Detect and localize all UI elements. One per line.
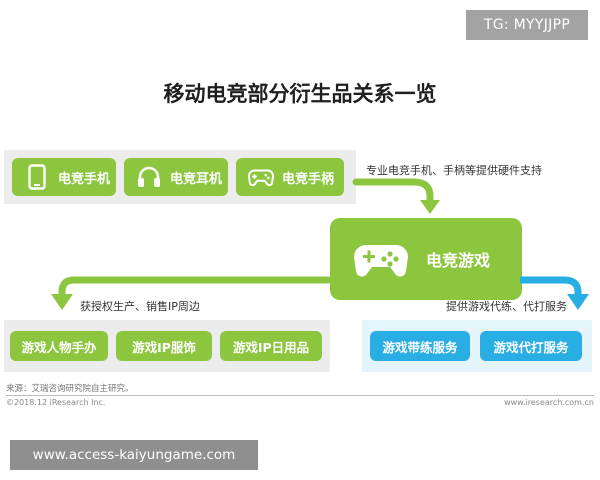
services-arrow (520, 276, 589, 310)
core-label: 电竞游戏 (426, 251, 491, 270)
hardware-item-gamepad: 电竞手柄 (236, 158, 344, 196)
licensing-item-apparel: 游戏IP服饰 (116, 331, 212, 361)
controller-icon (352, 239, 410, 279)
hardware-note: 专业电竞手机、手柄等提供硬件支持 (366, 164, 542, 177)
headphones-icon (136, 164, 162, 190)
site-url: www.iresearch.com.cn (504, 398, 594, 407)
licensing-arrow (51, 276, 332, 310)
phone-icon (24, 164, 50, 190)
licensing-note: 获授权生产、销售IP周边 (80, 300, 200, 313)
hardware-item-headphones: 电竞耳机 (124, 158, 228, 196)
services-item-coaching: 游戏带练服务 (370, 331, 470, 361)
services-item-boosting: 游戏代打服务 (480, 331, 582, 361)
services-note: 提供游戏代练、代打服务 (446, 300, 567, 313)
hardware-label: 电竞手机 (58, 171, 111, 187)
hardware-label: 电竞耳机 (170, 171, 223, 187)
hardware-label: 电竞手柄 (282, 171, 335, 187)
hardware-item-phone: 电竞手机 (12, 158, 116, 196)
tg-badge: TG: MYYJJPP (466, 10, 588, 40)
source-note: 来源：艾瑞咨询研究院自主研究。 (6, 384, 134, 394)
footer-divider (6, 395, 594, 396)
copyright: ©2018.12 iResearch Inc. (6, 398, 106, 407)
core-node: 电竞游戏 (330, 218, 522, 300)
licensing-item-figures: 游戏人物手办 (10, 331, 108, 361)
diagram-title: 移动电竞部分衍生品关系一览 (163, 82, 437, 106)
gamepad-icon (248, 164, 274, 190)
licensing-item-daily-goods: 游戏IP日用品 (220, 331, 322, 361)
watermark-banner: www.access-kaiyungame.com (10, 440, 258, 470)
hardware-arrow (352, 178, 440, 214)
